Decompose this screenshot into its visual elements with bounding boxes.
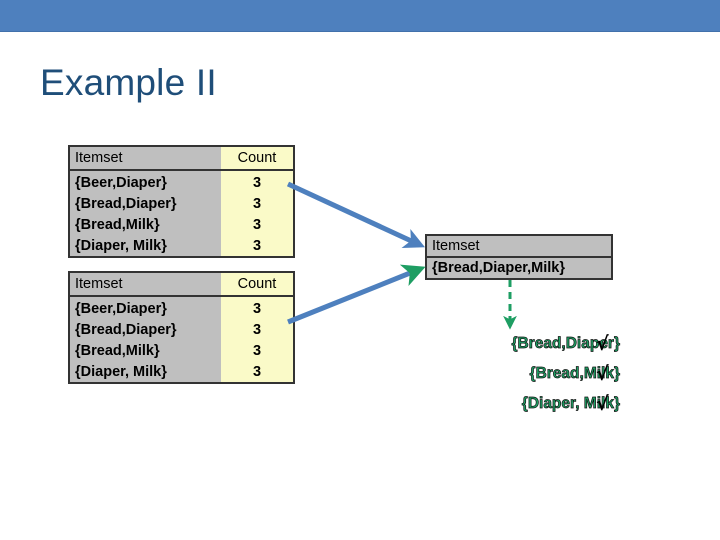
cell-itemset: {Bread,Diaper} — [69, 193, 221, 214]
check-icon: √ — [596, 362, 609, 385]
column-header-itemset: Itemset — [69, 146, 221, 171]
list-item: {Bread,Diaper} √ — [400, 329, 620, 359]
page-title: Example II — [40, 62, 217, 103]
top-banner — [0, 0, 720, 32]
arrow-table2-to-result — [287, 264, 426, 325]
table-header-row: Itemset — [426, 235, 612, 258]
table-header-row: Itemset Count — [69, 272, 294, 297]
frequent-itemset-label: {Bread,Milk} — [529, 365, 620, 383]
cell-itemset: {Bread,Milk} — [69, 340, 221, 361]
candidate-itemset-table-1: Itemset Count {Beer,Diaper} 3 {Bread,Dia… — [68, 145, 295, 258]
cell-itemset: {Beer,Diaper} — [69, 296, 221, 319]
check-icon: √ — [596, 392, 609, 415]
list-item: {Diaper, Milk} √ — [400, 389, 620, 419]
check-icon: √ — [596, 332, 609, 355]
column-header-count: Count — [221, 146, 294, 171]
column-header-count: Count — [221, 272, 294, 297]
arrow-table1-to-result — [286, 181, 425, 249]
result-itemset-table: Itemset {Bread,Diaper,Milk} — [425, 234, 613, 280]
cell-itemset: {Beer,Diaper} — [69, 170, 221, 193]
cell-count: 3 — [221, 170, 294, 193]
frequent-itemset-label: {Diaper, Milk} — [521, 395, 620, 413]
table-row: {Bread,Milk} 3 — [69, 214, 294, 235]
list-item: {Bread,Milk} √ — [400, 359, 620, 389]
table-row: {Bread,Diaper,Milk} — [426, 257, 612, 279]
cell-itemset: {Bread,Diaper} — [69, 319, 221, 340]
candidate-itemset-table-2: Itemset Count {Beer,Diaper} 3 {Bread,Dia… — [68, 271, 295, 384]
column-header-itemset: Itemset — [426, 235, 612, 258]
cell-count: 3 — [221, 193, 294, 214]
table-header-row: Itemset Count — [69, 146, 294, 171]
cell-count: 3 — [221, 214, 294, 235]
table-row: {Beer,Diaper} 3 — [69, 170, 294, 193]
cell-count: 3 — [221, 340, 294, 361]
cell-count: 3 — [221, 361, 294, 383]
cell-count: 3 — [221, 319, 294, 340]
table-row: {Bread,Milk} 3 — [69, 340, 294, 361]
table-row: {Diaper, Milk} 3 — [69, 361, 294, 383]
table-row: {Bread,Diaper} 3 — [69, 193, 294, 214]
column-header-itemset: Itemset — [69, 272, 221, 297]
table-row: {Diaper, Milk} 3 — [69, 235, 294, 257]
cell-itemset: {Bread,Milk} — [69, 214, 221, 235]
cell-itemset: {Diaper, Milk} — [69, 361, 221, 383]
cell-itemset: {Bread,Diaper,Milk} — [426, 257, 612, 279]
frequent-itemset-label: {Bread,Diaper} — [511, 335, 620, 353]
cell-count: 3 — [221, 296, 294, 319]
frequent-itemset-list: {Bread,Diaper} √ {Bread,Milk} √ {Diaper,… — [400, 329, 620, 419]
table-row: {Bread,Diaper} 3 — [69, 319, 294, 340]
table-row: {Beer,Diaper} 3 — [69, 296, 294, 319]
cell-count: 3 — [221, 235, 294, 257]
cell-itemset: {Diaper, Milk} — [69, 235, 221, 257]
